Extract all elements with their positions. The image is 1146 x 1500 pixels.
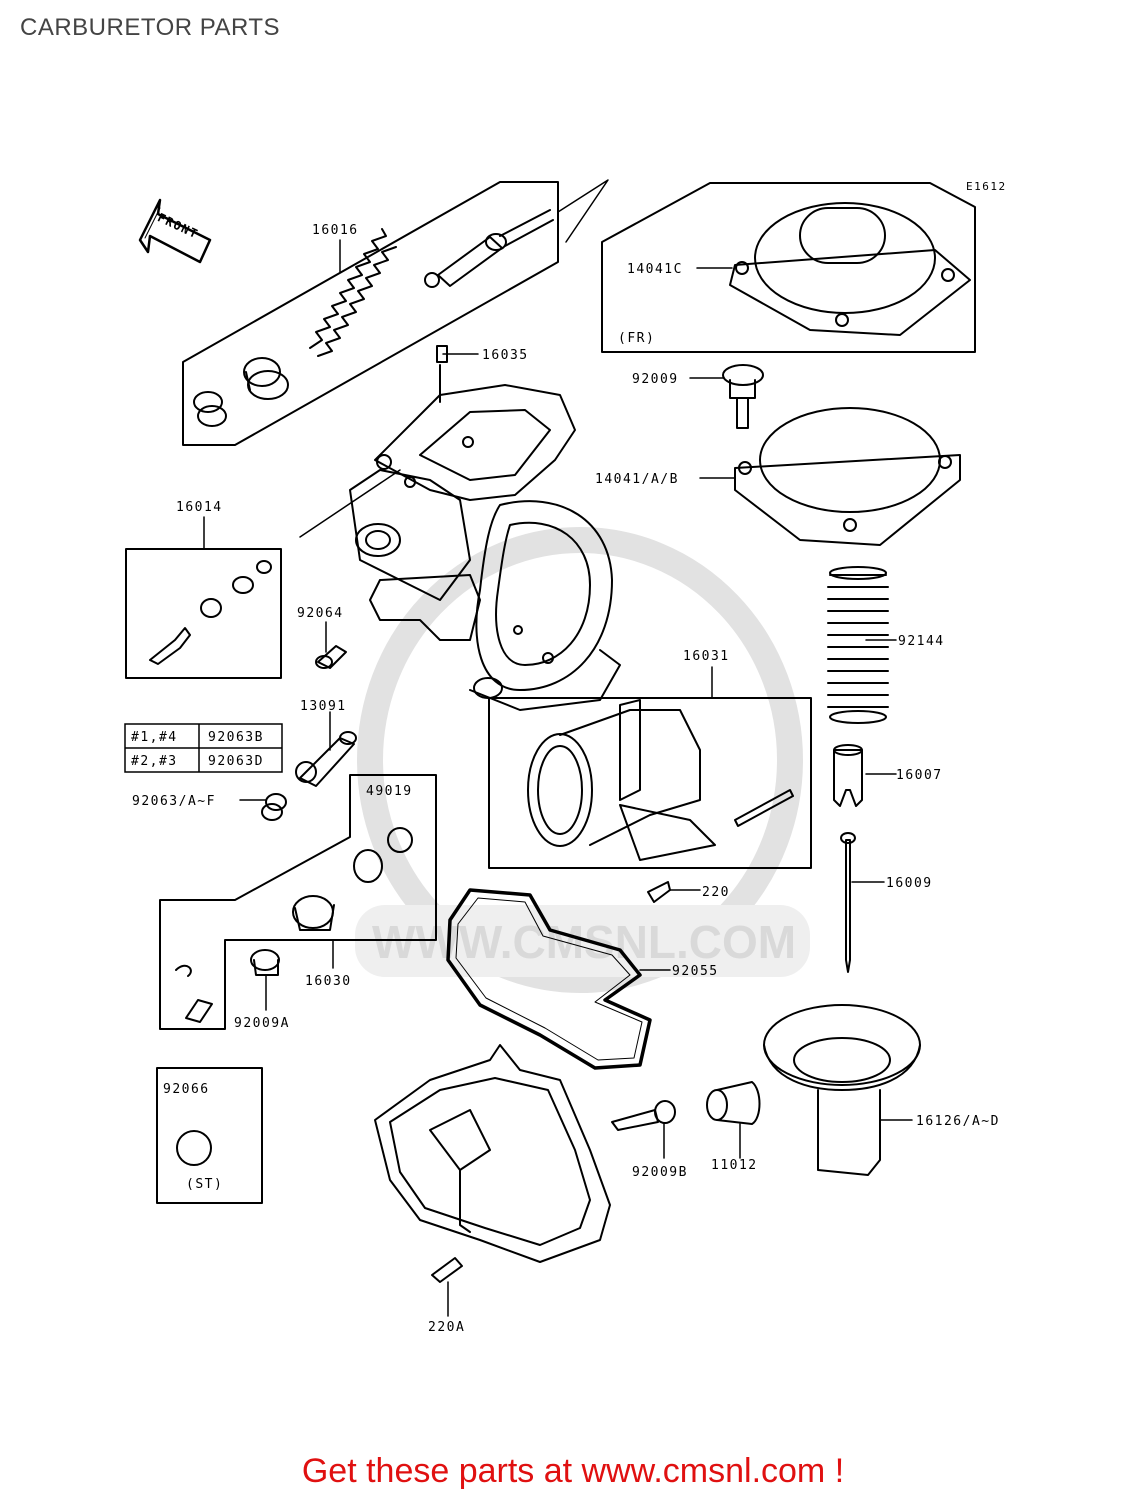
diagram-code: E1612: [966, 180, 1007, 193]
label-92144: 92144: [898, 634, 945, 649]
label-92064: 92064: [297, 606, 344, 621]
box-14041c: [601, 182, 976, 353]
label-16031: 16031: [683, 649, 730, 664]
label-220: 220: [702, 885, 730, 900]
jet-table-cyl: #2,#3: [131, 754, 178, 769]
label-16030: 16030: [305, 974, 352, 989]
label-14041ab: 14041/A/B: [595, 472, 679, 487]
label-92055: 92055: [672, 964, 719, 979]
box-49019: [159, 774, 437, 1030]
label-fr: (FR): [618, 331, 655, 346]
label-220a: 220A: [428, 1320, 465, 1335]
front-label: FRONT: [155, 210, 200, 241]
label-16035: 16035: [482, 348, 529, 363]
label-16009: 16009: [886, 876, 933, 891]
label-16016: 16016: [312, 223, 359, 238]
box-16016: [182, 181, 559, 446]
label-92009: 92009: [632, 372, 679, 387]
page-title: CARBURETOR PARTS: [20, 14, 281, 41]
watermark: WWW.CMSNL.COM: [355, 527, 810, 993]
label-14041c: 14041C: [627, 262, 683, 277]
label-13091: 13091: [300, 699, 347, 714]
front-arrow-icon: [138, 198, 212, 264]
float-bowl: [374, 1044, 611, 1263]
label-92009a: 92009A: [234, 1016, 290, 1031]
footer-link[interactable]: Get these parts at www.cmsnl.com !: [301, 1452, 845, 1490]
jet-table: #1,#4 92063B #2,#3 92063D: [124, 723, 283, 773]
label-16007: 16007: [896, 768, 943, 783]
gasket-92055: [446, 888, 652, 1070]
footer-banner: Get these parts at www.cmsnl.com !: [0, 1452, 1146, 1491]
jet-table-part: 92063B: [208, 730, 264, 745]
jet-table-cyl: #1,#4: [131, 730, 178, 745]
label-11012: 11012: [711, 1158, 758, 1173]
label-49019: 49019: [366, 784, 413, 799]
label-16014: 16014: [176, 500, 223, 515]
label-92009b: 92009B: [632, 1165, 688, 1180]
label-92063af: 92063/A~F: [132, 794, 216, 809]
jet-table-part: 92063D: [208, 754, 264, 769]
label-92066: 92066: [163, 1082, 210, 1097]
parts-diagram: WWW.CMSNL.COM: [124, 179, 1007, 1335]
label-st: (ST): [186, 1177, 223, 1192]
box-16031: [488, 697, 812, 869]
box-92066: [156, 1067, 263, 1204]
carburetor-body: [349, 364, 621, 711]
leader-lines: [203, 239, 913, 1317]
watermark-text: WWW.CMSNL.COM: [372, 916, 796, 968]
label-16126: 16126/A~D: [916, 1114, 1000, 1129]
